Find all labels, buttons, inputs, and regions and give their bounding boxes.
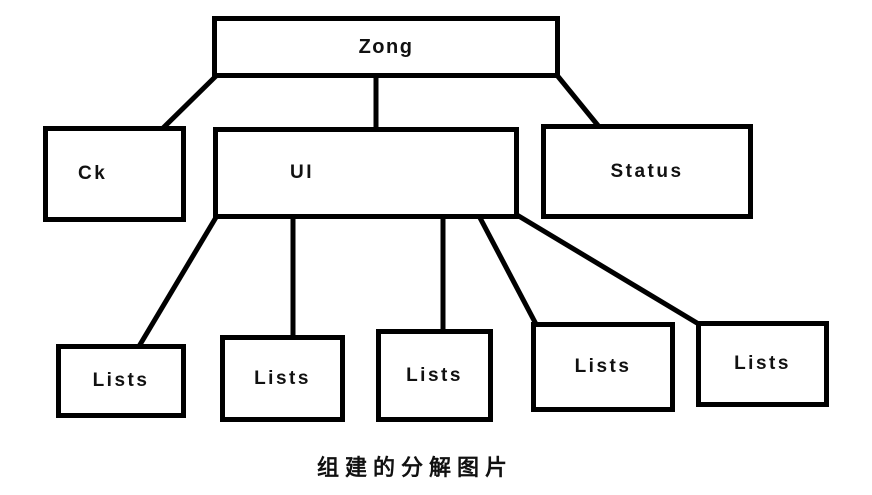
node-zong: Zong	[212, 16, 560, 78]
node-status: Status	[541, 124, 753, 219]
edge-zong-status	[554, 72, 602, 130]
node-lists-5: Lists	[696, 321, 829, 407]
edge-ui-lists-5	[515, 212, 704, 329]
edge-zong-ck	[158, 74, 218, 133]
edge-ui-lists-1	[135, 212, 221, 350]
node-lists-1-label: Lists	[92, 370, 150, 391]
node-lists-3-label: Lists	[406, 364, 463, 386]
node-ck-label: Ck	[78, 163, 108, 184]
node-lists-4: Lists	[531, 322, 675, 412]
node-ck: Ck	[43, 126, 186, 222]
node-zong-label: Zong	[358, 35, 414, 58]
node-lists-4-label: Lists	[574, 356, 632, 377]
node-lists-2-label: Lists	[254, 367, 311, 389]
edge-ui-lists-4	[475, 212, 540, 328]
node-lists-2: Lists	[220, 335, 345, 422]
node-ui: UI	[213, 127, 519, 219]
node-status-label: Status	[610, 160, 684, 182]
node-lists-1: Lists	[56, 344, 186, 418]
node-lists-3: Lists	[376, 329, 493, 422]
diagram-caption: 组建的分解图片	[316, 456, 513, 481]
node-ui-label: UI	[290, 162, 314, 183]
node-lists-5-label: Lists	[734, 353, 791, 374]
